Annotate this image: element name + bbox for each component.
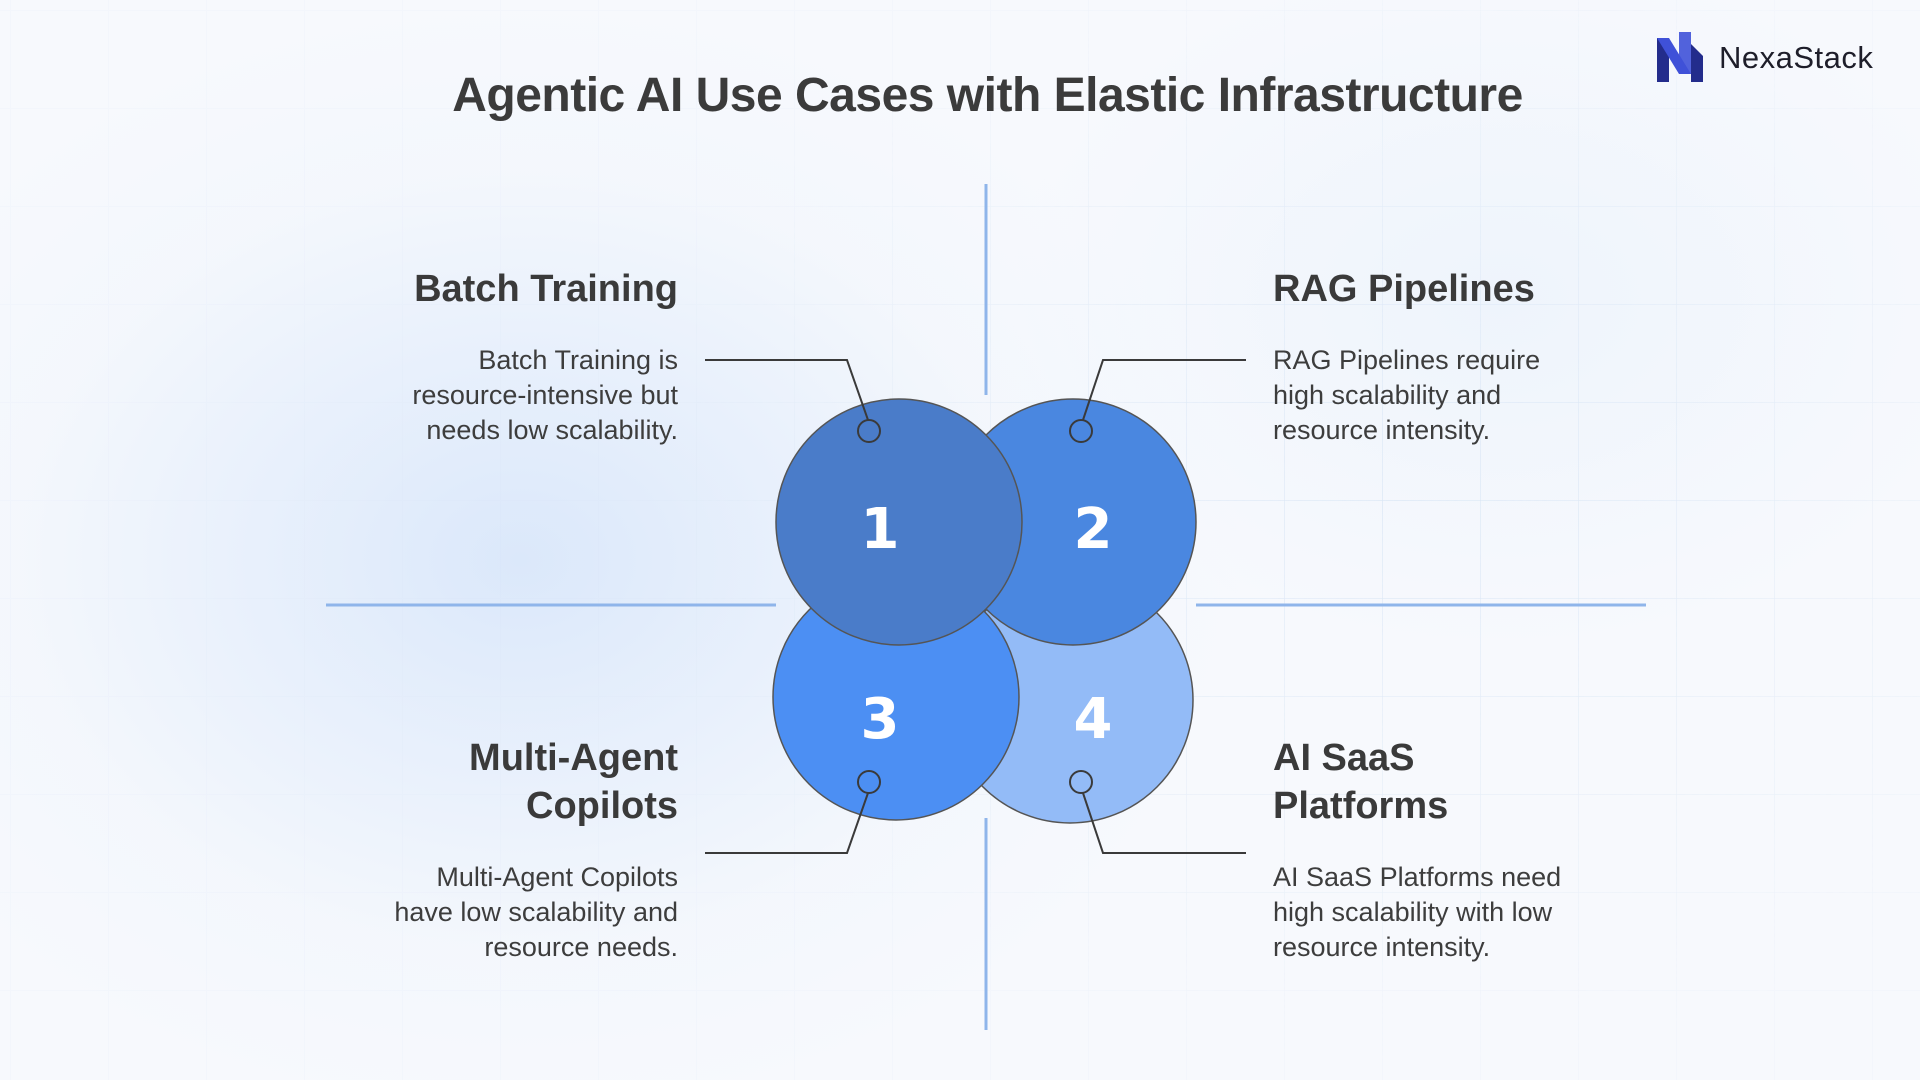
quadrant-2-desc-line: RAG Pipelines require (1273, 345, 1541, 375)
brand-logo[interactable]: NexaStack (1655, 30, 1873, 86)
quadrant-3-heading-line: Multi-Agent (469, 737, 678, 779)
connector-dot-1 (857, 419, 881, 443)
circle-1 (775, 398, 1023, 646)
quadrant-3-heading: Multi-Agent Copilots (469, 734, 678, 830)
quadrant-2-desc-line: resource intensity. (1273, 415, 1491, 445)
brand-name: NexaStack (1719, 40, 1874, 75)
quadrant-4-desc-line: resource intensity. (1273, 932, 1491, 962)
quadrant-2-heading-line: RAG Pipelines (1273, 268, 1535, 310)
connector-dot-4 (1069, 770, 1093, 794)
quadrant-1-description: Batch Training is resource-intensive but… (412, 343, 678, 448)
quadrant-4-heading-line: AI SaaS (1273, 737, 1415, 779)
quadrant-4-description: AI SaaS Platforms need high scalability … (1273, 860, 1561, 965)
quadrant-4-desc-line: AI SaaS Platforms need (1273, 862, 1562, 892)
quadrant-1-desc-line: needs low scalability. (426, 415, 678, 445)
circle-number-4: 4 (1074, 687, 1113, 752)
quadrant-1-desc-line: resource-intensive but (412, 380, 678, 410)
quadrant-4-heading: AI SaaS Platforms (1273, 734, 1448, 830)
quadrant-3-desc-line: have low scalability and (394, 897, 678, 927)
connector-1 (705, 359, 869, 421)
page-title: Agentic AI Use Cases with Elastic Infras… (452, 69, 1523, 122)
connector-dot-2 (1069, 419, 1093, 443)
connector-2 (1082, 359, 1246, 421)
circle-number-1: 1 (861, 497, 900, 562)
quadrant-3-desc-line: resource needs. (484, 932, 678, 962)
quadrant-2-desc-line: high scalability and (1273, 380, 1502, 410)
quadrant-3-desc-line: Multi-Agent Copilots (436, 862, 678, 892)
quadrant-2-heading: RAG Pipelines (1273, 265, 1535, 313)
quadrant-1-heading: Batch Training (414, 265, 678, 313)
quadrant-1-heading-line: Batch Training (414, 268, 678, 310)
circle-number-3: 3 (861, 687, 900, 752)
quadrant-1-desc-line: Batch Training is (478, 345, 678, 375)
nexastack-logo-icon (1657, 32, 1703, 82)
connector-4 (1082, 792, 1246, 854)
connector-3 (705, 792, 869, 854)
circle-number-2: 2 (1074, 497, 1113, 562)
quadrant-3-heading-line: Copilots (526, 785, 678, 827)
quadrant-3-description: Multi-Agent Copilots have low scalabilit… (394, 860, 678, 965)
quadrant-4-desc-line: high scalability with low (1273, 897, 1553, 927)
quadrant-2-description: RAG Pipelines require high scalability a… (1273, 343, 1540, 448)
connector-dot-3 (857, 770, 881, 794)
quadrant-4-heading-line: Platforms (1273, 785, 1449, 827)
